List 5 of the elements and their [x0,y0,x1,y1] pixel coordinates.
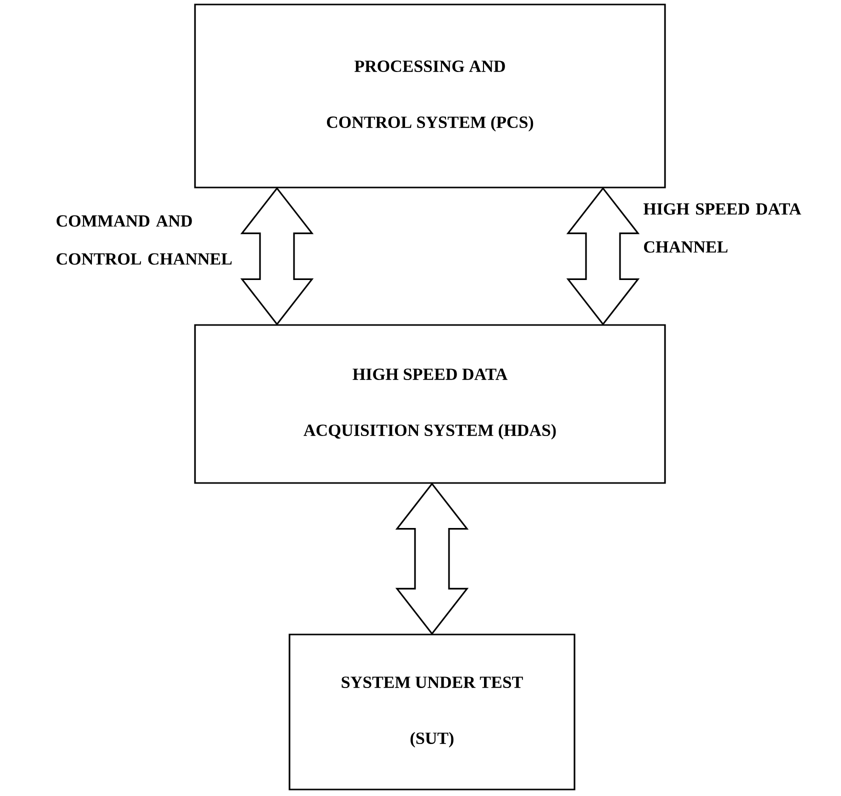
channel-label: COMMAND AND CONTROL CHANNEL [56,215,232,265]
system-box: SYSTEM UNDER TEST (SUT) [288,634,576,790]
system-box: PROCESSING AND CONTROL SYSTEM (PCS) [194,4,666,188]
channel-label: HIGH SPEED DATA CHANNEL [644,203,802,253]
system-box: HIGH SPEED DATA ACQUISITION SYSTEM (HDAS) [194,324,666,484]
